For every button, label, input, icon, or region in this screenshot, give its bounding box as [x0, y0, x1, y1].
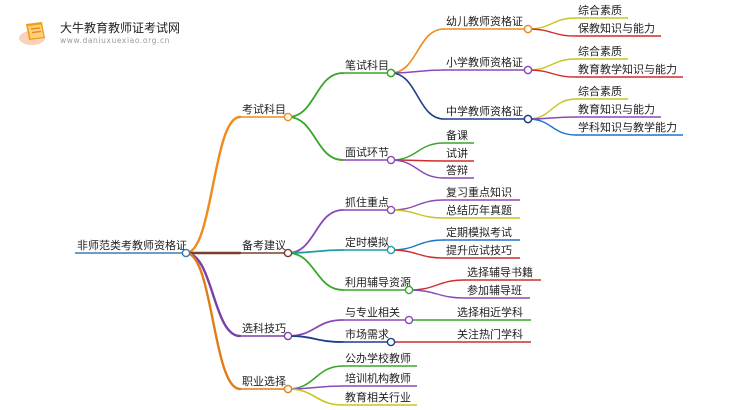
connector	[527, 28, 577, 37]
subject-item: 综合素质	[578, 84, 622, 98]
node-dot	[283, 384, 293, 394]
select-node: 市场需求	[345, 327, 389, 341]
cert-primary: 小学教师资格证	[446, 55, 523, 69]
connector	[184, 251, 242, 391]
node-dot	[181, 248, 191, 258]
subject-item: 保教知识与能力	[578, 21, 655, 35]
career-item: 教育相关行业	[345, 390, 411, 404]
prep-item: 定期模拟考试	[446, 225, 512, 239]
connector	[527, 118, 577, 136]
subject-item: 综合素质	[578, 44, 622, 58]
subject-item: 教育知识与能力	[578, 102, 655, 116]
connector	[408, 289, 466, 299]
written-exam-node: 笔试科目	[345, 58, 389, 72]
connector	[287, 252, 344, 291]
brand-logo: 大牛教育教师证考试网 www.daniuxuexiao.org.cn	[18, 16, 218, 50]
branch-select: 选科技巧	[242, 321, 286, 335]
node-dot	[386, 337, 396, 347]
connector	[390, 142, 445, 161]
node-dot	[386, 155, 396, 165]
root-node: 非师范类考教师资格证	[77, 238, 187, 252]
node-dot	[386, 68, 396, 78]
interview-item: 答辩	[446, 163, 468, 177]
node-dot	[523, 114, 533, 124]
prep-item: 提升应试技巧	[446, 243, 512, 257]
prep-node: 定时模拟	[345, 235, 389, 249]
connector	[390, 69, 445, 74]
connector	[390, 249, 445, 259]
connector	[287, 72, 344, 118]
node-dot	[283, 248, 293, 258]
node-dot	[404, 315, 414, 325]
prep-item: 选择辅导书籍	[467, 265, 533, 279]
connector	[390, 28, 445, 74]
book-logo-icon	[19, 22, 45, 45]
subject-item: 综合素质	[578, 3, 622, 17]
select-item: 选择相近学科	[457, 305, 523, 319]
node-dot	[523, 24, 533, 34]
branch-career: 职业选择	[242, 374, 286, 388]
cert-kindergarten: 幼儿教师资格证	[446, 14, 523, 28]
select-item: 关注热门学科	[457, 327, 523, 341]
connector	[527, 17, 577, 30]
career-item: 培训机构教师	[345, 371, 411, 385]
branch-exam: 考试科目	[242, 102, 286, 116]
prep-item: 总结历年真题	[446, 203, 512, 217]
brand-name: 大牛教育教师证考试网	[60, 21, 181, 35]
connector	[390, 199, 445, 211]
connector	[287, 388, 344, 406]
connector	[390, 72, 445, 120]
connector	[390, 159, 445, 179]
node-dot	[386, 245, 396, 255]
node-dot	[404, 285, 414, 295]
connector	[408, 279, 466, 291]
connector	[287, 116, 344, 161]
node-dot	[523, 65, 533, 75]
node-dot	[386, 205, 396, 215]
connector	[527, 69, 577, 78]
select-node: 与专业相关	[345, 305, 400, 319]
connector	[527, 58, 577, 71]
connector	[527, 98, 577, 120]
connector	[287, 209, 344, 254]
connector	[390, 209, 445, 219]
branch-prep: 备考建议	[242, 238, 286, 252]
prep-item: 参加辅导班	[467, 283, 522, 297]
prep-node: 利用辅导资源	[345, 275, 411, 289]
connector	[390, 239, 445, 251]
interview-item: 备课	[446, 128, 468, 142]
connector	[184, 115, 242, 255]
prep-item: 复习重点知识	[446, 185, 512, 199]
connector	[287, 319, 344, 337]
career-item: 公办学校教师	[345, 351, 411, 365]
interview-node: 面试环节	[345, 146, 389, 159]
brand-url: www.daniuxuexiao.org.cn	[60, 36, 171, 45]
subject-item: 教育教学知识与能力	[578, 62, 677, 76]
node-dot	[283, 112, 293, 122]
subject-item: 学科知识与教学能力	[578, 120, 677, 134]
prep-node: 抓住重点	[345, 195, 389, 209]
connector	[287, 335, 344, 343]
interview-item: 试讲	[446, 146, 468, 160]
cert-middle: 中学教师资格证	[446, 104, 523, 118]
node-dot	[283, 331, 293, 341]
